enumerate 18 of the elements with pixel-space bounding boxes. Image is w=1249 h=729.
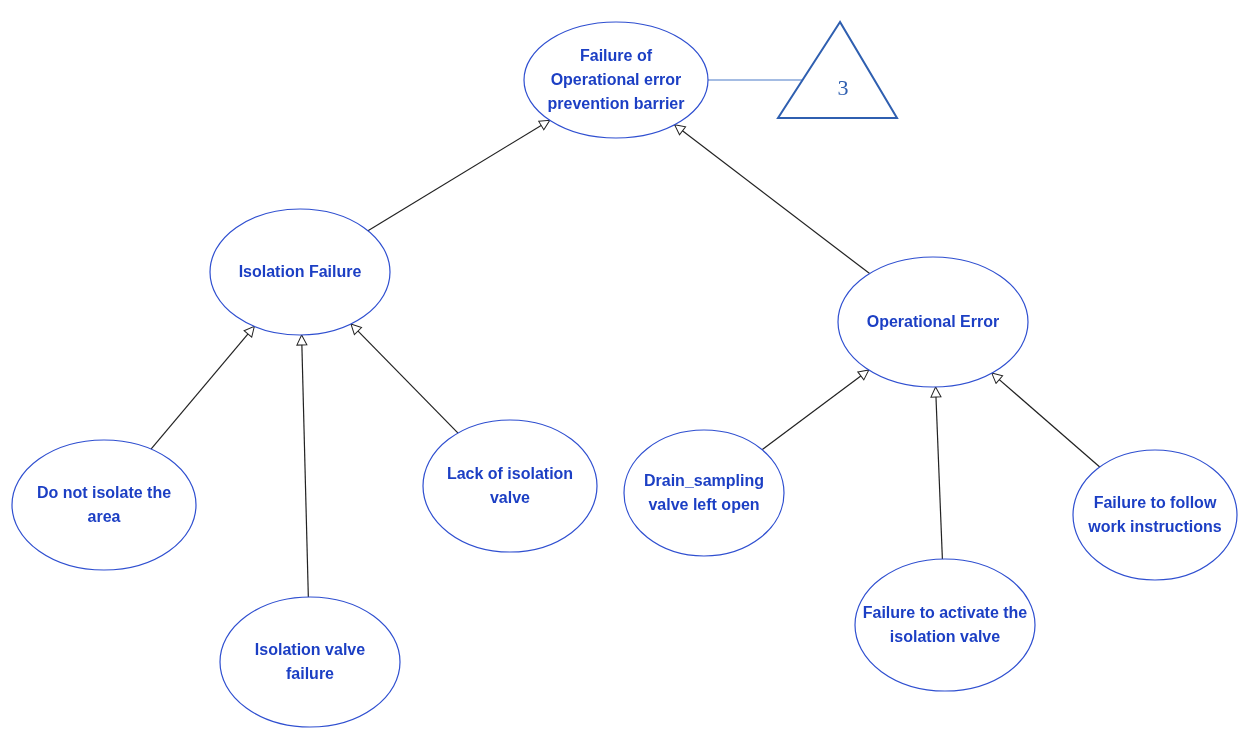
event-label: Failure to activate the isolation valve: [861, 603, 1029, 647]
arrow: [674, 124, 871, 275]
event-label: Operational Error: [865, 312, 1001, 332]
event-label: Drain_sampling valve left open: [643, 471, 765, 515]
event-label: Lack of isolation valve: [445, 464, 575, 508]
arrow: [761, 369, 870, 451]
event-label: Isolation Failure: [237, 262, 363, 282]
arrow: [367, 119, 551, 232]
arrow: [991, 372, 1101, 468]
transfer-number: 3: [837, 76, 849, 100]
arrow: [150, 325, 255, 450]
event-label: Isolation valve failure: [253, 640, 367, 684]
arrow: [350, 323, 459, 434]
event-label: Failure of Operational error prevention barrier: [546, 46, 686, 114]
arrow: [930, 386, 943, 560]
arrow: [296, 334, 309, 598]
event-label: Do not isolate the area: [35, 483, 173, 527]
event-label: Failure to follow work instructions: [1087, 493, 1223, 537]
